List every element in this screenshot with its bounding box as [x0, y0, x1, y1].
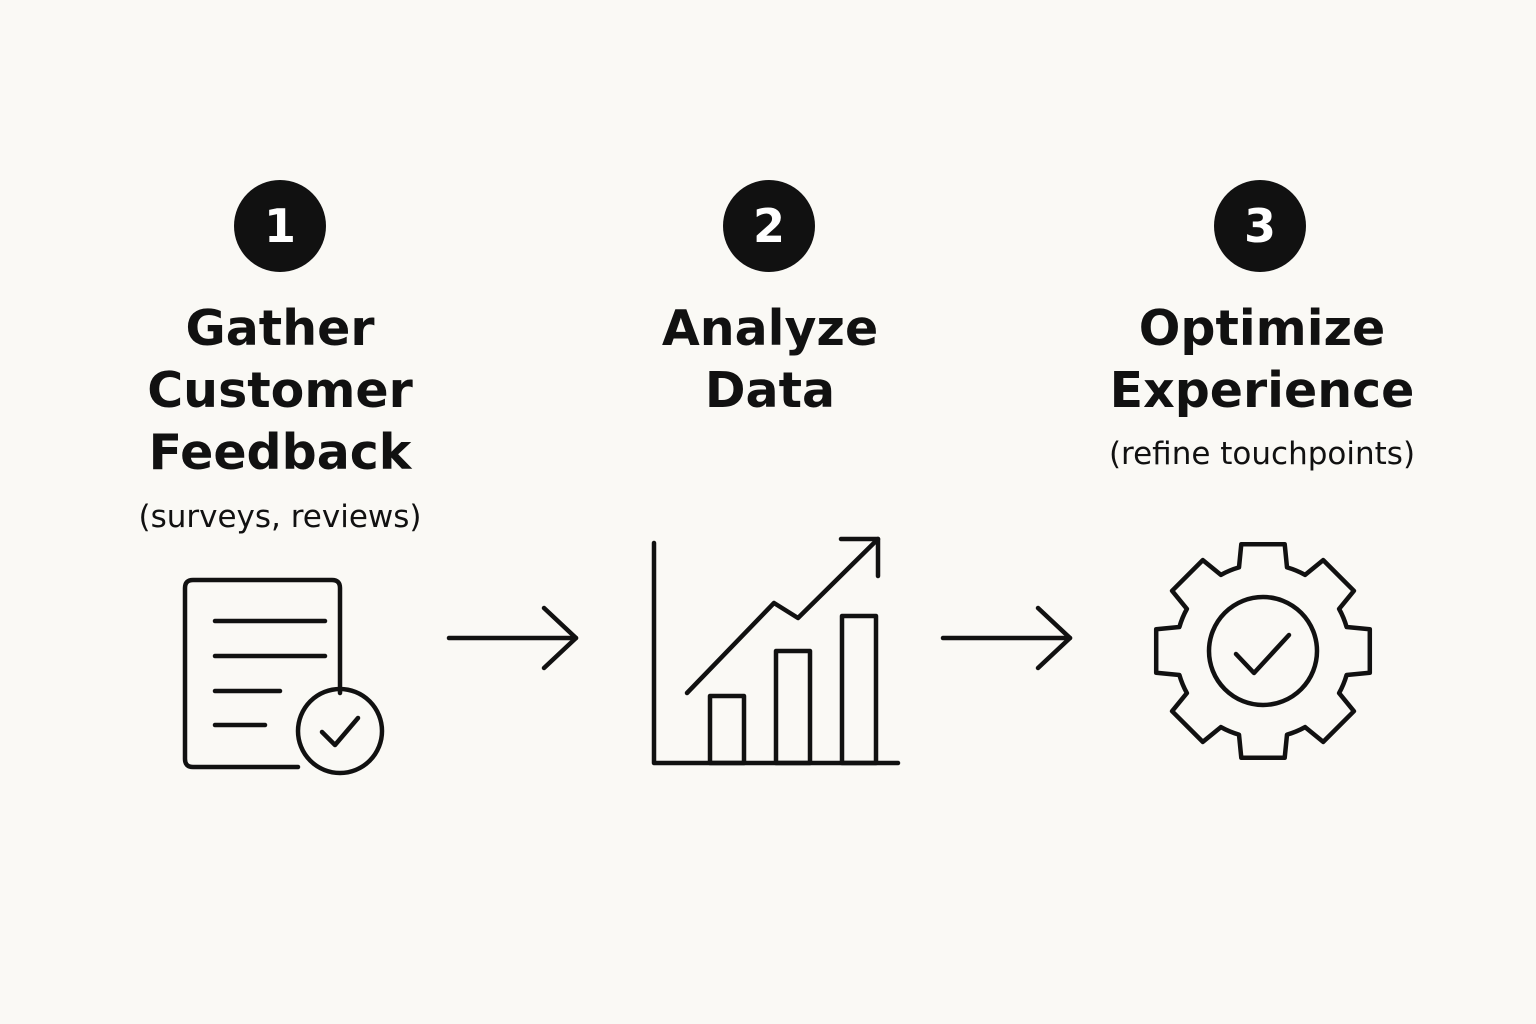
step-1-title-line-2: Customer: [147, 362, 413, 419]
gear-outline: [1153, 541, 1373, 761]
check-circle: [295, 686, 385, 776]
step-2-badge: 2: [723, 180, 815, 272]
gear-inner-circle: [1206, 594, 1320, 708]
step-2-title-line-1: Analyze: [661, 300, 879, 357]
step-3-title-line-1: Optimize: [1138, 300, 1386, 357]
arrow-right-icon: [446, 605, 579, 671]
step-3-title-line-2: Experience: [1109, 362, 1415, 419]
step-1-title: Gather Customer Feedback: [70, 298, 490, 484]
check-mark: [319, 715, 361, 748]
chart-bar-3: [839, 613, 879, 766]
gear-check-icon: [1153, 541, 1373, 761]
step-3-title: Optimize Experience: [1052, 298, 1472, 422]
trend-line: [684, 536, 881, 696]
step-1-note: (surveys, reviews): [138, 499, 422, 535]
step-1-title-line-1: Gather: [185, 300, 375, 357]
step-3-badge: 3: [1214, 180, 1306, 272]
arrow-right-icon: [940, 605, 1073, 671]
chart-bar-1: [707, 693, 747, 766]
document-check-icon: [182, 577, 385, 776]
step-2-title-line-2: Data: [704, 362, 836, 419]
step-1-badge: 1: [234, 180, 326, 272]
chart-bar-2: [773, 648, 813, 766]
chart-axes: [651, 540, 901, 766]
trend-arrowhead: [838, 536, 881, 579]
step-3-note: (refine touchpoints): [1108, 436, 1416, 472]
gear-check-mark: [1233, 632, 1292, 676]
step-2-title: Analyze Data: [560, 298, 980, 422]
growth-chart-icon: [651, 536, 901, 766]
step-1-title-line-3: Feedback: [148, 424, 412, 481]
document-outline: [182, 577, 343, 770]
